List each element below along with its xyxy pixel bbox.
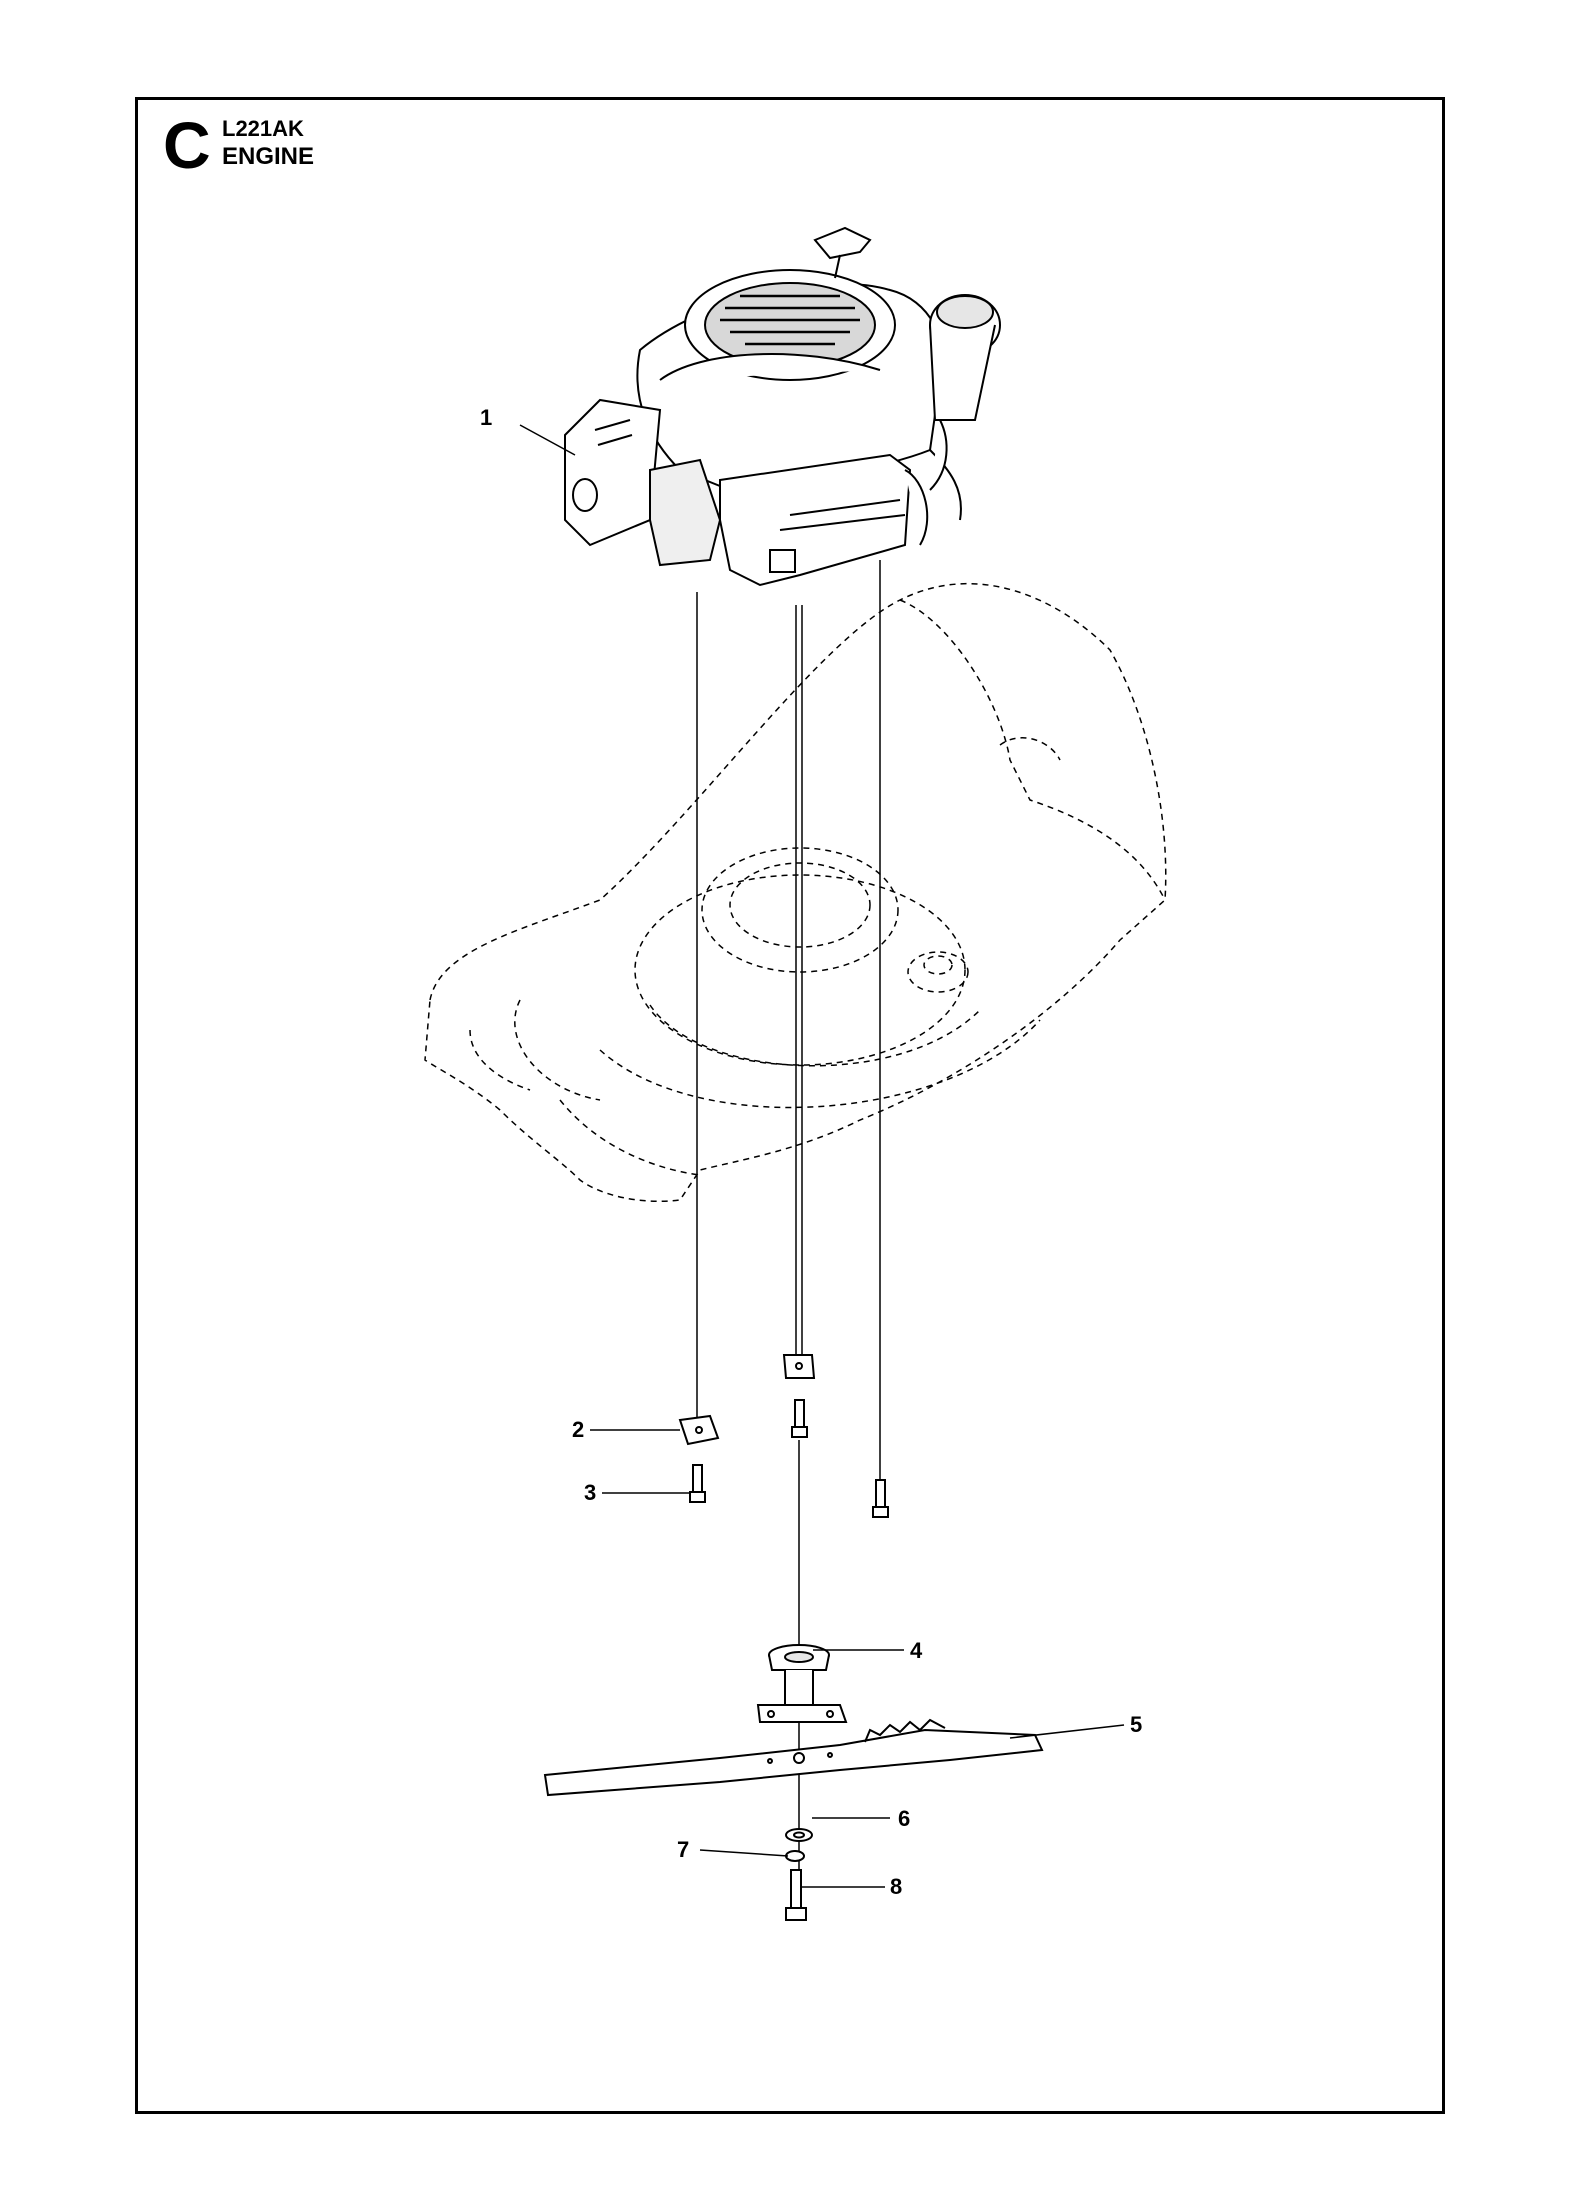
callout-2: 2 xyxy=(572,1417,584,1442)
spacer-plate xyxy=(678,1414,720,1446)
callout-6: 6 xyxy=(898,1806,910,1831)
callout-1: 1 xyxy=(480,405,492,430)
blade-adapter xyxy=(756,1644,848,1723)
section-letter: C xyxy=(163,108,211,182)
washer xyxy=(785,1828,813,1842)
page-title: ENGINE xyxy=(222,143,315,170)
leader-lines xyxy=(519,424,1125,1888)
callout-3: 3 xyxy=(584,1480,596,1505)
callout-5: 5 xyxy=(1130,1712,1142,1737)
bolt-left xyxy=(689,1464,706,1503)
callout-7: 7 xyxy=(677,1837,689,1862)
callout-labels: 1 2 3 4 5 6 7 8 xyxy=(480,405,1142,1899)
spacer-plate-center xyxy=(782,1354,816,1379)
lock-washer xyxy=(785,1850,805,1862)
bolt-right xyxy=(872,1479,889,1518)
bolt-center xyxy=(791,1399,808,1438)
engine-assembly xyxy=(564,226,1001,587)
page-frame xyxy=(135,97,1445,2114)
assembly-centerlines xyxy=(696,560,881,1880)
mower-deck-outline xyxy=(424,583,1167,1203)
blade-bolt xyxy=(785,1869,807,1921)
callout-4: 4 xyxy=(910,1638,923,1663)
callout-8: 8 xyxy=(890,1874,902,1899)
mower-blade xyxy=(543,1718,1044,1797)
model-number: L221AK xyxy=(222,116,304,141)
